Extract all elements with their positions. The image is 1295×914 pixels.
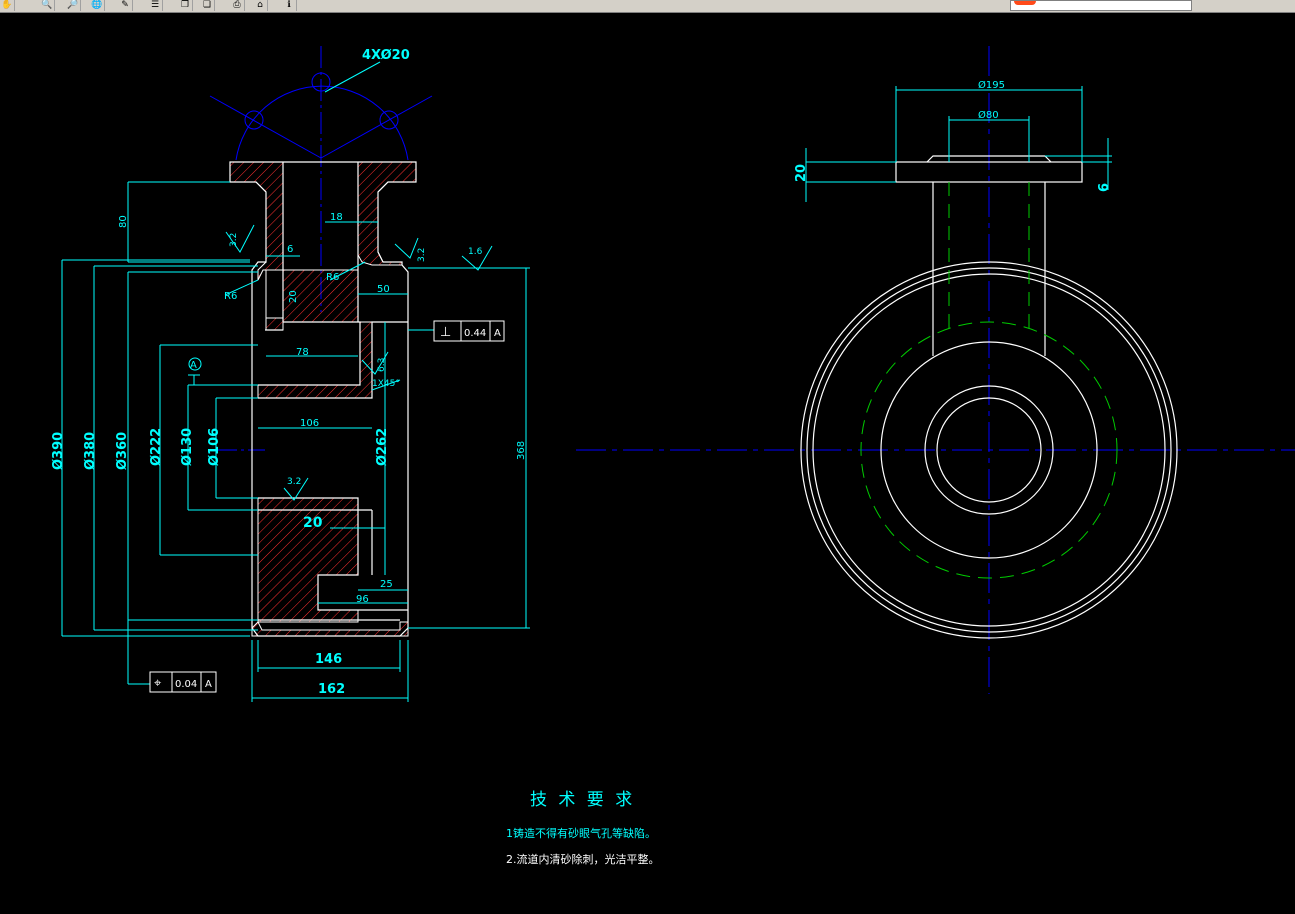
info-icon[interactable]: ℹ [282, 0, 297, 11]
pos-symbol: ⌖ [154, 676, 162, 691]
globe-icon[interactable]: 🌐 [90, 0, 105, 11]
dim-d106: Ø106 [207, 428, 222, 466]
perp-symbol: ⊥ [440, 325, 451, 340]
dim-w96: 96 [356, 594, 369, 605]
home-icon[interactable]: ⌂ [253, 0, 268, 11]
datum-label: A [190, 360, 197, 371]
dim-w20a: 20 [288, 290, 299, 303]
dim-h20: 20 [794, 164, 809, 182]
section-hatch [229, 161, 417, 637]
dim-w78: 78 [296, 347, 309, 358]
pos-datum: A [205, 679, 212, 690]
dim-d360: Ø360 [115, 432, 130, 470]
notes-title: 技 术 要 求 [530, 790, 635, 810]
section-dim-lines [61, 61, 530, 702]
dim-w146: 146 [315, 652, 342, 667]
dim-d222: Ø222 [149, 428, 164, 466]
front-outline [800, 155, 1178, 639]
toolbar: ✋ 🔍 🔎 🌐 ✎ ☰ ❐ ❏ ⎙ ⌂ ℹ [0, 0, 1295, 13]
perp-datum: A [494, 328, 501, 339]
front-hidden [860, 182, 1118, 579]
dim-w25: 25 [380, 579, 393, 590]
section-view: 4XØ20 Ø390 Ø380 Ø360 Ø222 Ø130 Ø106 Ø262… [51, 46, 530, 702]
zoom-in-icon[interactable]: 🔍 [40, 0, 55, 11]
dim-d195: Ø195 [978, 79, 1005, 91]
measure-icon[interactable]: ✎ [118, 0, 133, 11]
dim-d262: Ø262 [375, 428, 390, 466]
dim-d380: Ø380 [83, 432, 98, 470]
holes-label: 4XØ20 [362, 48, 410, 63]
dim-w50: 50 [377, 284, 390, 295]
roughness-4: 6.3 [377, 358, 387, 372]
drawing-canvas[interactable]: 4XØ20 Ø390 Ø380 Ø360 Ø222 Ø130 Ø106 Ø262… [0, 13, 1295, 914]
dim-w162: 162 [318, 682, 345, 697]
notes-line-1: 1铸造不得有砂眼气孔等缺陷。 [506, 826, 656, 840]
front-centerlines [576, 46, 1295, 694]
technical-notes: 技 术 要 求 1铸造不得有砂眼气孔等缺陷。 2.流道内清砂除刺，光洁平整。 [506, 790, 660, 866]
roughness-5: 3.2 [287, 477, 301, 487]
roughness-1: 3.2 [229, 233, 239, 247]
dim-h80: 80 [118, 215, 129, 228]
roughness-2: 3.2 [417, 248, 427, 262]
dim-w6: 6 [287, 244, 293, 255]
paste-icon[interactable]: ❏ [200, 0, 215, 11]
front-dim-texts: Ø195 Ø80 20 6 [794, 79, 1112, 192]
dim-r6-right: R6 [326, 272, 339, 283]
command-field[interactable] [1010, 0, 1192, 11]
front-view: Ø195 Ø80 20 6 [576, 46, 1295, 694]
pan-icon[interactable]: ✋ [0, 0, 15, 11]
pos-value: 0.04 [175, 679, 197, 690]
dim-w20b: 20 [303, 515, 323, 531]
zoom-out-icon[interactable]: 🔎 [66, 0, 81, 11]
perp-value: 0.44 [464, 328, 486, 339]
front-dim-lines [805, 86, 1112, 202]
pos-tolerance-frame [149, 671, 217, 693]
dim-d80: Ø80 [978, 109, 999, 121]
dim-h368: 368 [516, 441, 527, 460]
layers-icon[interactable]: ☰ [148, 0, 163, 11]
dim-d130: Ø130 [180, 428, 195, 466]
dim-w106: 106 [300, 418, 319, 429]
dim-d390: Ø390 [51, 432, 66, 470]
notes-line-2: 2.流道内清砂除刺，光洁平整。 [506, 852, 660, 866]
datum-circle [188, 357, 202, 371]
dim-chamfer: 1X45° [372, 379, 400, 389]
dim-r6-left: R6 [224, 291, 237, 302]
print-icon[interactable]: ⎙ [230, 0, 245, 11]
section-dim-texts: 4XØ20 Ø390 Ø380 Ø360 Ø222 Ø130 Ø106 Ø262… [51, 48, 527, 697]
perp-tolerance-frame [433, 320, 505, 342]
status-indicator [1014, 1, 1036, 5]
copy-icon[interactable]: ❐ [178, 0, 193, 11]
dim-h6: 6 [1097, 183, 1112, 192]
dim-w18: 18 [330, 212, 343, 223]
roughness-3: 1.6 [468, 247, 483, 257]
centerlines [209, 46, 433, 451]
